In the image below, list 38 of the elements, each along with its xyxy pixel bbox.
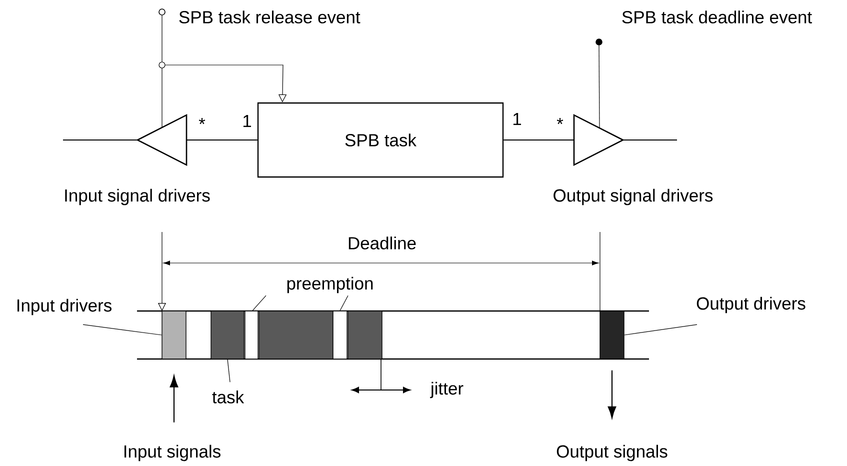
execution-bar: [258, 310, 334, 360]
node-label: Output drivers: [696, 296, 806, 314]
jitter-label: jitter: [430, 382, 464, 398]
node-label: Input drivers: [17, 298, 112, 316]
idle-slot: [332, 310, 348, 360]
multiplicity-label: 1: [513, 112, 521, 126]
connector-line: [186, 139, 258, 141]
dimension-label: Deadline: [348, 236, 416, 250]
task-box: SPB task: [257, 102, 504, 178]
node-caption: SPB task release event: [179, 10, 360, 24]
connector-line: [504, 139, 574, 141]
node-label: task: [212, 390, 244, 404]
node-label: preemption: [287, 276, 373, 294]
multiplicity-label: 1: [243, 114, 252, 128]
connector-line: [598, 45, 600, 128]
execution-bar: [348, 310, 382, 360]
multiplicity-label: *: [198, 118, 206, 124]
leader-line: [252, 295, 266, 311]
node-caption: Input signal drivers: [65, 188, 210, 206]
node-label: Input signals: [124, 444, 220, 462]
node-label: Output signals: [556, 444, 668, 462]
node-caption: Output signal drivers: [554, 188, 713, 206]
connector-line: [623, 139, 677, 141]
leader-line: [227, 359, 230, 382]
arrow: [170, 375, 178, 422]
execution-bar: [600, 310, 624, 360]
arrow: [608, 370, 616, 418]
idle-slot: [244, 310, 258, 360]
execution-bar: [162, 310, 186, 360]
arrow: [164, 64, 287, 102]
execution-bar: [210, 310, 244, 360]
connector-line: [158, 15, 166, 128]
leader-line: [624, 324, 698, 336]
multiplicity-label: *: [556, 118, 564, 124]
connector-line: [63, 139, 138, 141]
leader-line: [82, 324, 162, 336]
node-caption: SPB task deadline event: [622, 10, 812, 24]
leader-line: [340, 295, 348, 311]
